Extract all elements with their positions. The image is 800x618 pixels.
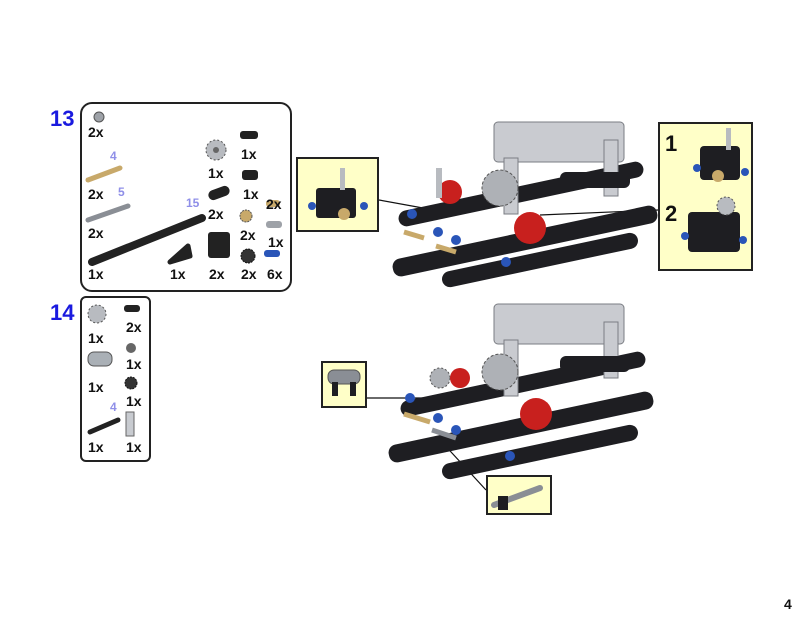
qty-label: 1x <box>126 356 142 372</box>
step-number: 14 <box>50 300 75 325</box>
qty-label: 1x <box>208 165 224 181</box>
qty-label: 2x <box>126 319 142 335</box>
gear-small-black-icon <box>240 248 256 264</box>
connector-pin-icon <box>240 131 258 139</box>
qty-label: 1x <box>170 266 186 282</box>
qty-label: 1x <box>126 439 142 455</box>
substep-number: 2 <box>665 201 678 226</box>
qty-label: 1x <box>126 393 142 409</box>
qty-label: 1x <box>88 330 104 346</box>
qty-label: 1x <box>88 266 104 282</box>
qty-label: 2x <box>88 124 104 140</box>
bracket-icon <box>208 232 230 258</box>
beam-15-black-icon <box>88 214 206 266</box>
length-label: 5 <box>118 185 125 199</box>
qty-label: 1x <box>268 234 284 250</box>
step-number: 13 <box>50 106 75 131</box>
qty-label: 2x <box>208 206 224 222</box>
bush-black-icon <box>126 343 136 353</box>
connector-gray-icon <box>266 221 282 228</box>
gear-16-icon <box>205 139 227 161</box>
parts-list-box <box>80 296 151 462</box>
qty-label: 2x <box>209 266 225 282</box>
qty-label: 2x <box>88 225 104 241</box>
qty-label: 2x <box>266 196 282 212</box>
double-connector-icon <box>87 351 113 367</box>
length-label: 4 <box>110 149 117 163</box>
pin-blue-icon <box>264 250 280 257</box>
axle-pin-black-icon <box>242 170 258 180</box>
qty-label: 1x <box>88 379 104 395</box>
length-label: 15 <box>186 196 200 210</box>
beam-2-black-icon <box>208 185 230 201</box>
pin-black-icon <box>124 305 140 312</box>
axle-4-tan-icon <box>85 165 123 183</box>
qty-label: 1x <box>88 439 104 455</box>
qty-label: 1x <box>243 186 259 202</box>
gear-small-icon <box>124 376 138 390</box>
qty-label: 1x <box>241 146 257 162</box>
gray-axle-joiner-icon <box>125 411 135 437</box>
qty-label: 2x <box>241 266 257 282</box>
qty-label: 2x <box>88 186 104 202</box>
angle-beam-icon <box>167 243 193 265</box>
axle-pin-tan-icon <box>266 200 280 207</box>
axle-4-black-icon <box>87 417 121 435</box>
gear-16-gray-icon <box>87 304 107 324</box>
length-label: 4 <box>110 400 117 414</box>
qty-label: 2x <box>240 227 256 243</box>
axle-5-gray-icon <box>85 203 131 223</box>
gear-8-tan-icon <box>239 209 253 223</box>
qty-label: 6x <box>267 266 283 282</box>
substep-number: 1 <box>665 131 678 156</box>
page-number: 4 <box>784 596 792 612</box>
bush-part-icon <box>93 111 105 123</box>
